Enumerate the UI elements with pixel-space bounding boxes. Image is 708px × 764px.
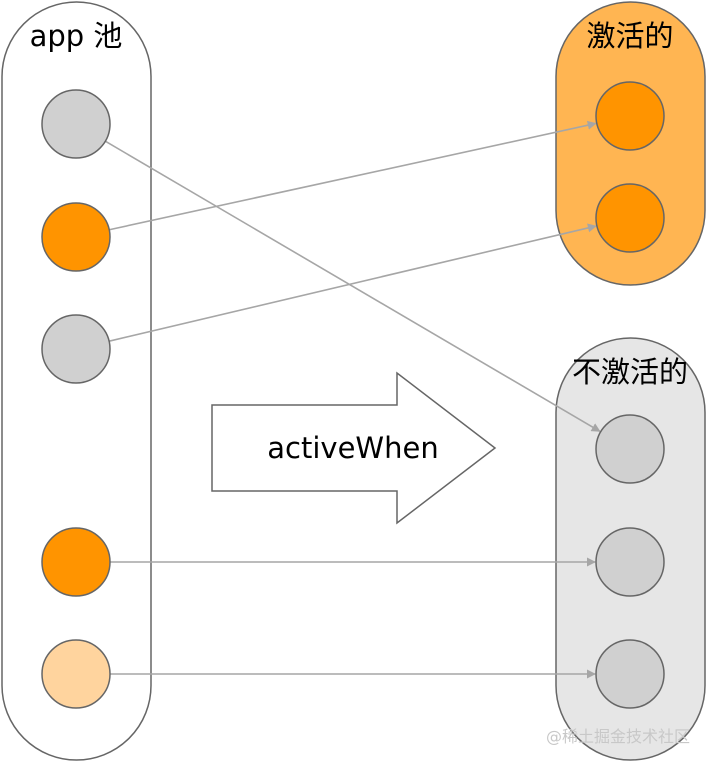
inactive-node-2	[595, 527, 665, 597]
inactive-node-3	[595, 639, 665, 709]
pool-node-1	[41, 89, 111, 159]
activewhen-label: activeWhen	[267, 431, 438, 465]
app-pool-label: app 池	[30, 19, 123, 53]
connectors	[104, 120, 601, 679]
activewhen-arrow	[211, 371, 497, 525]
pool-node-3	[41, 314, 111, 384]
connector-pool-2-to-active-1	[109, 120, 597, 231]
active-node-2	[595, 183, 665, 253]
pool-node-4	[41, 527, 111, 597]
inactive-label: 不激活的	[572, 355, 688, 389]
pool-node-2	[41, 202, 111, 272]
pool-node-5	[41, 639, 111, 709]
connector-pool-1-to-inactive-1	[104, 140, 601, 432]
watermark-text: @稀土掘金技术社区	[546, 727, 690, 746]
connector-pool-3-to-active-2	[108, 223, 597, 342]
active-label: 激活的	[586, 19, 673, 53]
active-node-1	[595, 81, 665, 151]
inactive-node-1	[595, 414, 665, 484]
